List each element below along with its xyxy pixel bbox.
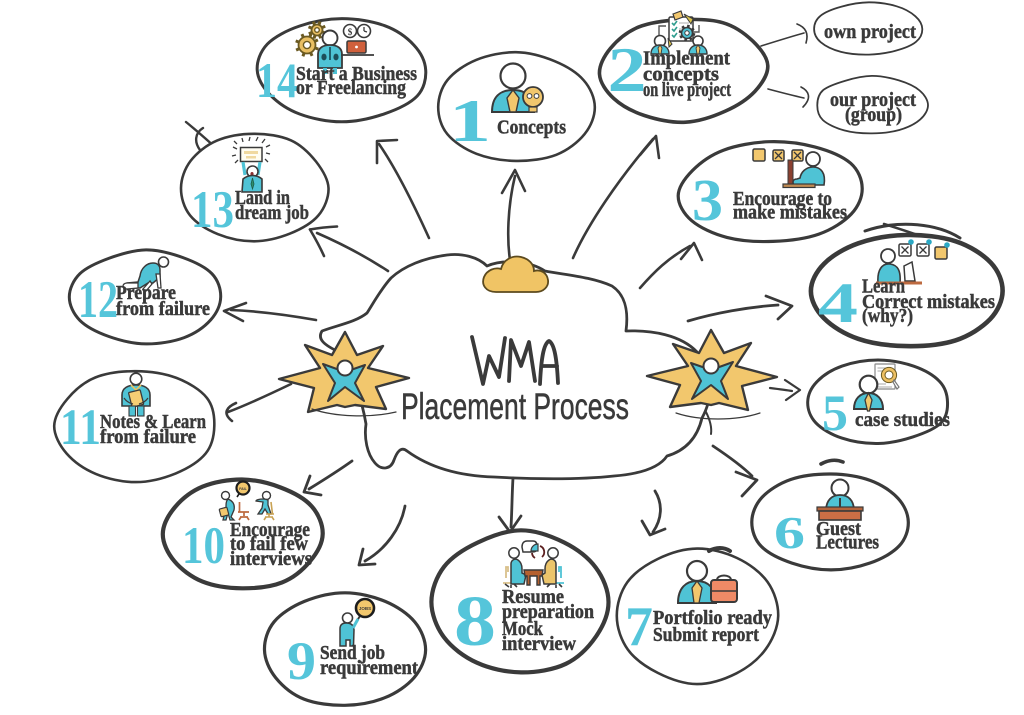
svg-text:Portfolio ready: Portfolio ready: [653, 607, 772, 629]
svg-text:requirement: requirement: [320, 657, 418, 679]
svg-text:from failure: from failure: [100, 426, 196, 448]
svg-text:preparation: preparation: [502, 601, 594, 623]
svg-text:Start a Business: Start a Business: [296, 63, 417, 85]
svg-text:Notes & Learn: Notes & Learn: [100, 411, 206, 433]
svg-text:Implement: Implement: [643, 48, 730, 70]
svg-text:Encourage: Encourage: [230, 519, 310, 541]
svg-text:Land in: Land in: [235, 187, 290, 209]
svg-text:Prepare: Prepare: [116, 282, 176, 304]
svg-text:(group): (group): [845, 104, 902, 126]
svg-text:our project: our project: [830, 89, 916, 111]
svg-text:interviews: interviews: [230, 548, 312, 570]
svg-text:Submit report: Submit report: [653, 624, 759, 646]
svg-text:to fail few: to fail few: [230, 533, 309, 555]
svg-text:11: 11: [60, 400, 101, 456]
svg-text:Lectures: Lectures: [816, 532, 879, 554]
svg-text:on live project: on live project: [643, 79, 731, 101]
svg-text:case studies: case studies: [855, 409, 950, 431]
svg-text:6: 6: [774, 508, 805, 558]
svg-text:from failure: from failure: [116, 298, 210, 320]
svg-text:make mistakes: make mistakes: [733, 202, 847, 224]
svg-text:13: 13: [191, 181, 234, 239]
svg-text:FAIL: FAIL: [239, 487, 247, 491]
svg-text:(why?): (why?): [862, 305, 913, 327]
svg-text:or Freelancing: or Freelancing: [296, 77, 406, 99]
svg-text:5: 5: [822, 386, 848, 442]
svg-text:Send job: Send job: [320, 642, 385, 664]
svg-text:3: 3: [692, 167, 723, 233]
svg-text:$: $: [348, 27, 353, 37]
svg-text:concepts: concepts: [643, 64, 719, 86]
svg-text:JOBS: JOBS: [359, 606, 371, 611]
svg-text:dream job: dream job: [235, 202, 309, 224]
svg-text:Mock: Mock: [502, 618, 544, 640]
svg-text:4: 4: [818, 272, 858, 335]
svg-text:2: 2: [608, 35, 647, 105]
svg-text:own project: own project: [824, 21, 916, 43]
svg-text:Concepts: Concepts: [497, 117, 566, 139]
svg-text:8: 8: [454, 581, 496, 661]
svg-text:Learn: Learn: [862, 276, 905, 298]
svg-text:14: 14: [256, 52, 298, 108]
svg-text:Resume: Resume: [502, 586, 564, 608]
svg-text:7: 7: [625, 596, 653, 658]
svg-text:interview: interview: [502, 633, 577, 655]
svg-text:Placement Process: Placement Process: [401, 386, 629, 427]
svg-text:Guest: Guest: [816, 518, 861, 540]
svg-text:12: 12: [78, 271, 118, 329]
svg-text:10: 10: [182, 517, 225, 575]
svg-text:9: 9: [287, 631, 316, 691]
svg-text:Correct mistakes: Correct mistakes: [862, 291, 995, 313]
svg-text:1: 1: [449, 88, 491, 154]
svg-text:Encourage to: Encourage to: [733, 188, 832, 210]
